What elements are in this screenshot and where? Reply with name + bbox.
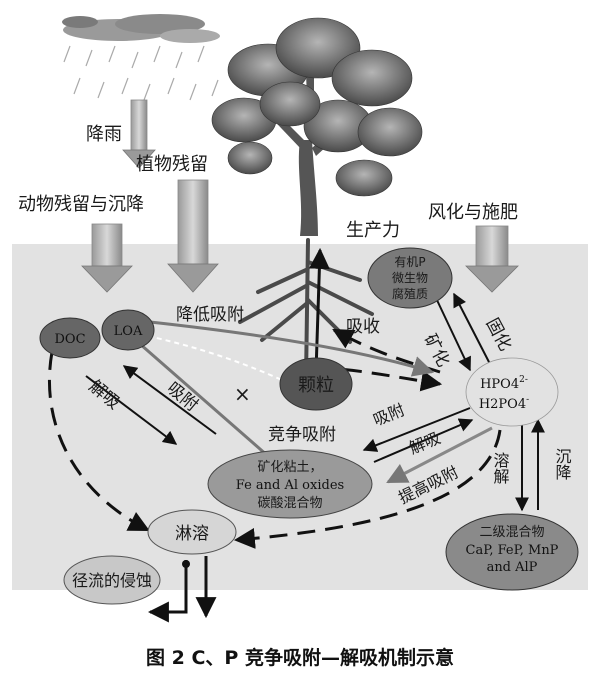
weathering-fertilizer-label: 风化与施肥 [428, 202, 518, 223]
animal-residue-label: 动物残留与沉降 [18, 194, 144, 215]
minerals-node: 矿化粘土， Fe and Al oxides 碳酸混合物 [207, 449, 373, 519]
productivity-label: 生产力 [346, 220, 400, 241]
arrow-mineralization [435, 297, 471, 372]
precipitation-label: 沉降 [553, 448, 572, 480]
hpo4-node: HPO42- H2PO4- [465, 357, 559, 427]
animal-residue-arrow [81, 223, 133, 293]
loa-particle-link [147, 335, 283, 381]
rain-cloud-icon [62, 14, 220, 101]
organic-p-line2: 微生物 [392, 271, 428, 285]
leaching-node: 淋溶 [147, 509, 237, 555]
arrow-adsorption-mid [362, 407, 471, 452]
organic-p-line1: 有机P [394, 255, 425, 269]
hpo4-label: HPO42- [480, 375, 528, 392]
reduce-adsorption-label: 降低吸附 [176, 305, 244, 325]
h2po4-label: H2PO4- [479, 395, 529, 412]
arrow-reduce-adsorption [149, 320, 435, 377]
competitive-adsorption-label: 竞争吸附 [268, 425, 336, 445]
minerals-line2: Fe and Al oxides [236, 478, 344, 493]
arrow-doc-to-leaching [47, 351, 150, 532]
doc-node: DOC [39, 317, 101, 359]
organic-p-line3: 腐殖质 [392, 286, 428, 301]
productivity-arrow [308, 247, 330, 373]
minerals-line1: 矿化粘土， [257, 460, 322, 475]
rain-label: 降雨 [86, 124, 122, 145]
dissolution-label: 溶解 [491, 452, 510, 484]
secondary-line3: and AlP [487, 560, 538, 575]
loa-label: LOA [114, 324, 143, 339]
runoff-node: 径流的侵蚀 [63, 555, 161, 605]
secondary-line1: 二级混合物 [479, 525, 544, 540]
leaching-label: 淋溶 [175, 524, 209, 544]
arrow-immobilization [453, 292, 491, 365]
secondary-line2: CaP, FeP, MnP [466, 543, 559, 558]
tree-icon [211, 17, 423, 382]
arrow-desorption-mid [373, 418, 474, 463]
organic-p-node: 有机P 微生物 腐殖质 [367, 247, 453, 309]
arrow-adsorption-left [85, 375, 178, 445]
figure-caption: 图 2 C、P 竞争吸附—解吸机制示意 [146, 646, 454, 669]
particle-label: 颗粒 [298, 375, 334, 396]
rain-arrow [122, 99, 156, 169]
plant-residue-arrow [167, 179, 219, 293]
arrow-enhance-adsorption [386, 426, 493, 484]
particle-node: 颗粒 [279, 357, 353, 411]
loa-node: LOA [101, 309, 155, 351]
absorption-label: 吸收 [346, 317, 380, 337]
runoff-label: 径流的侵蚀 [72, 571, 152, 590]
doc-label: DOC [54, 332, 85, 347]
blocked-cross-mark: × [234, 382, 251, 406]
outflow-arrows [147, 556, 217, 623]
weathering-arrow [465, 225, 519, 293]
secondary-compounds-node: 二级混合物 CaP, FeP, MnP and AlP [445, 513, 579, 591]
plant-residue-label: 植物残留 [136, 154, 208, 175]
minerals-line3: 碳酸混合物 [257, 496, 322, 511]
arrow-hpo4-to-leaching [233, 429, 502, 549]
arrow-desorption-left [122, 365, 217, 435]
